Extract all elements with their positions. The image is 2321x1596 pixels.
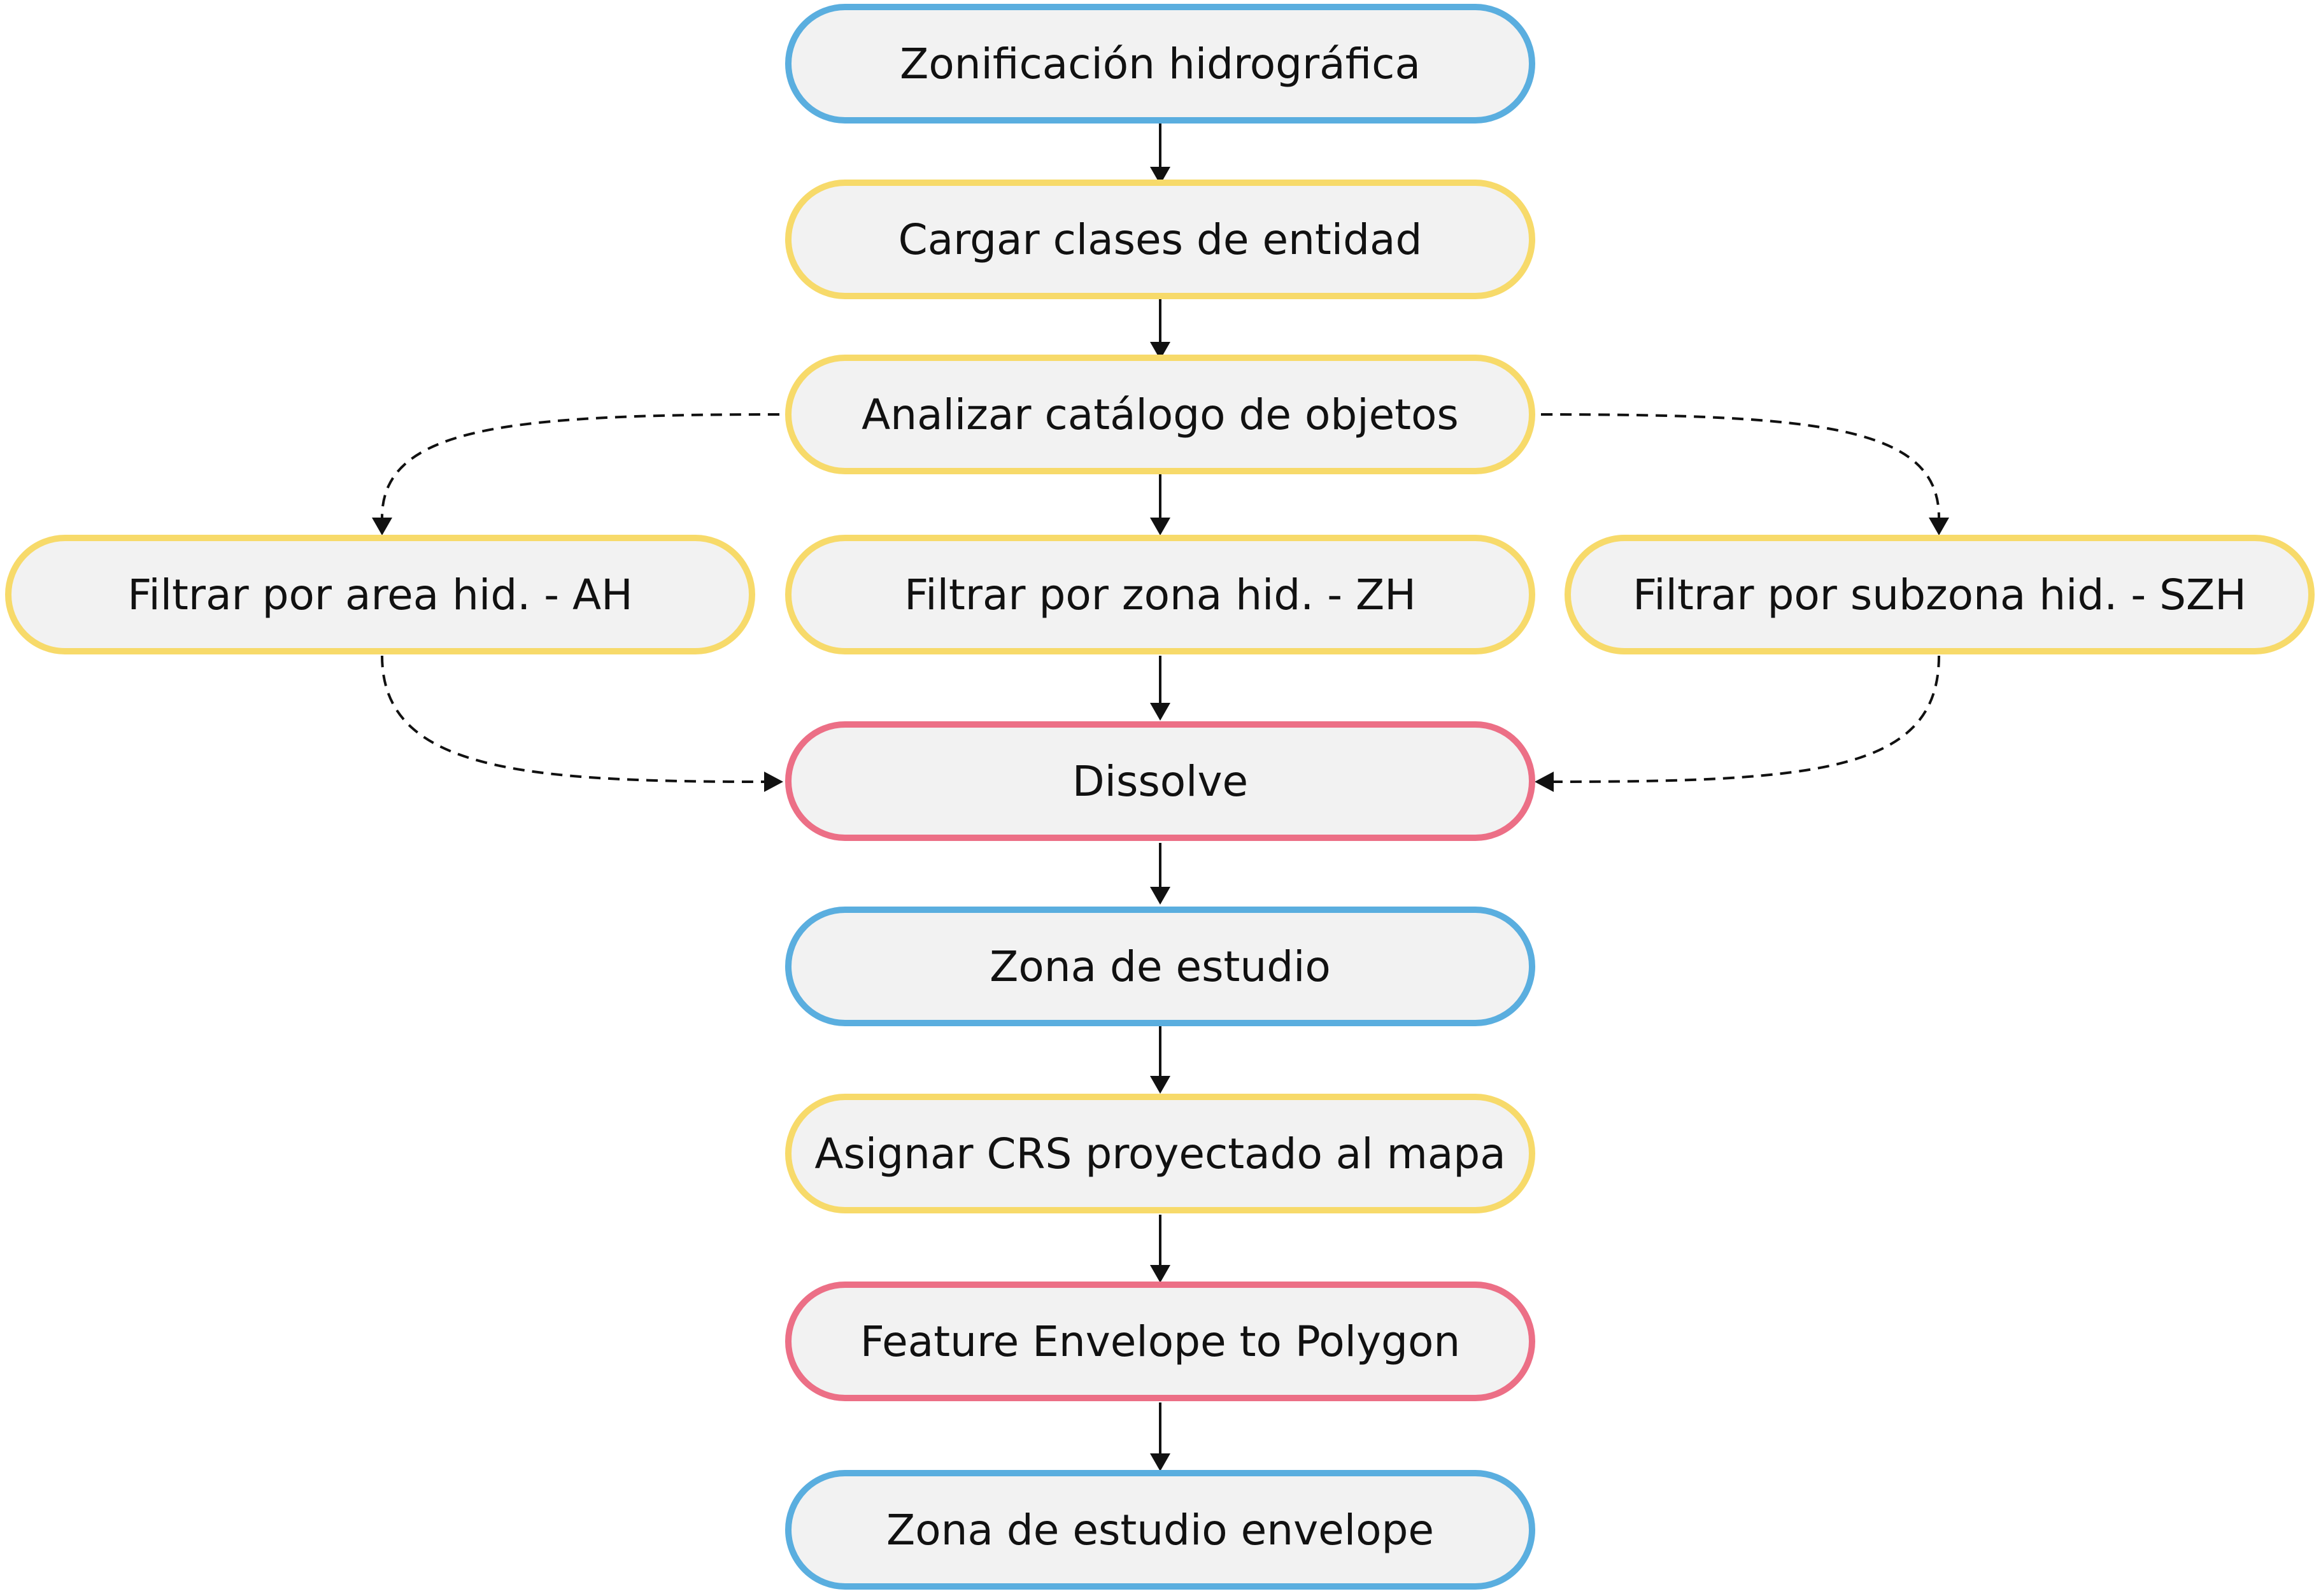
node-filtrar-por-subzona-hid: Filtrar por subzona hid. - SZH [1565, 535, 2315, 654]
arrowhead-filtrar-zh [1150, 518, 1170, 535]
arrowhead-filtrar-szh [1929, 518, 1949, 535]
node-label: Zona de estudio [990, 942, 1331, 991]
node-zona-de-estudio-envelope: Zona de estudio envelope [785, 1470, 1535, 1590]
node-label: Filtrar por zona hid. - ZH [904, 570, 1416, 619]
node-dissolve: Dissolve [785, 721, 1535, 841]
arrowhead-feature-envelope [1150, 1265, 1170, 1283]
node-filtrar-por-area-hid: Filtrar por area hid. - AH [5, 535, 755, 654]
node-label: Asignar CRS proyectado al mapa [814, 1129, 1506, 1178]
node-label: Dissolve [1072, 756, 1249, 806]
node-filtrar-por-zona-hid: Filtrar por zona hid. - ZH [785, 535, 1535, 654]
node-label: Zona de estudio envelope [886, 1505, 1434, 1555]
arrowhead-dissolve-right [1535, 772, 1554, 792]
edge-analizar-filtrar-ah [381, 413, 780, 518]
node-zona-de-estudio: Zona de estudio [785, 907, 1535, 1026]
node-analizar-catalogo-de-objetos: Analizar catálogo de objetos [785, 355, 1535, 474]
arrowhead-cargar [1150, 167, 1170, 185]
node-zonificacion-hidrografica: Zonificación hidrográfica [785, 4, 1535, 124]
node-label: Analizar catálogo de objetos [862, 390, 1459, 439]
arrowhead-zona-estudio [1150, 887, 1170, 905]
node-asignar-crs-proyectado: Asignar CRS proyectado al mapa [785, 1094, 1535, 1213]
arrowhead-dissolve-left [764, 772, 783, 792]
arrowhead-dissolve [1150, 703, 1170, 721]
node-label: Filtrar por subzona hid. - SZH [1633, 570, 2246, 619]
arrowhead-filtrar-ah [372, 518, 392, 535]
node-label: Feature Envelope to Polygon [860, 1317, 1461, 1366]
edge-analizar-filtrar-szh [1540, 413, 1940, 518]
node-label: Cargar clases de entidad [898, 215, 1423, 264]
edge-filtrar-szh-dissolve [1553, 655, 1940, 783]
arrowhead-analizar [1150, 342, 1170, 360]
node-label: Zonificación hidrográfica [900, 39, 1421, 88]
arrowhead-zona-envelope [1150, 1453, 1170, 1471]
node-feature-envelope-to-polygon: Feature Envelope to Polygon [785, 1282, 1535, 1401]
edge-filtrar-ah-dissolve [381, 655, 765, 783]
node-label: Filtrar por area hid. - AH [127, 570, 633, 619]
node-cargar-clases-de-entidad: Cargar clases de entidad [785, 180, 1535, 299]
arrowhead-asignar-crs [1150, 1076, 1170, 1094]
